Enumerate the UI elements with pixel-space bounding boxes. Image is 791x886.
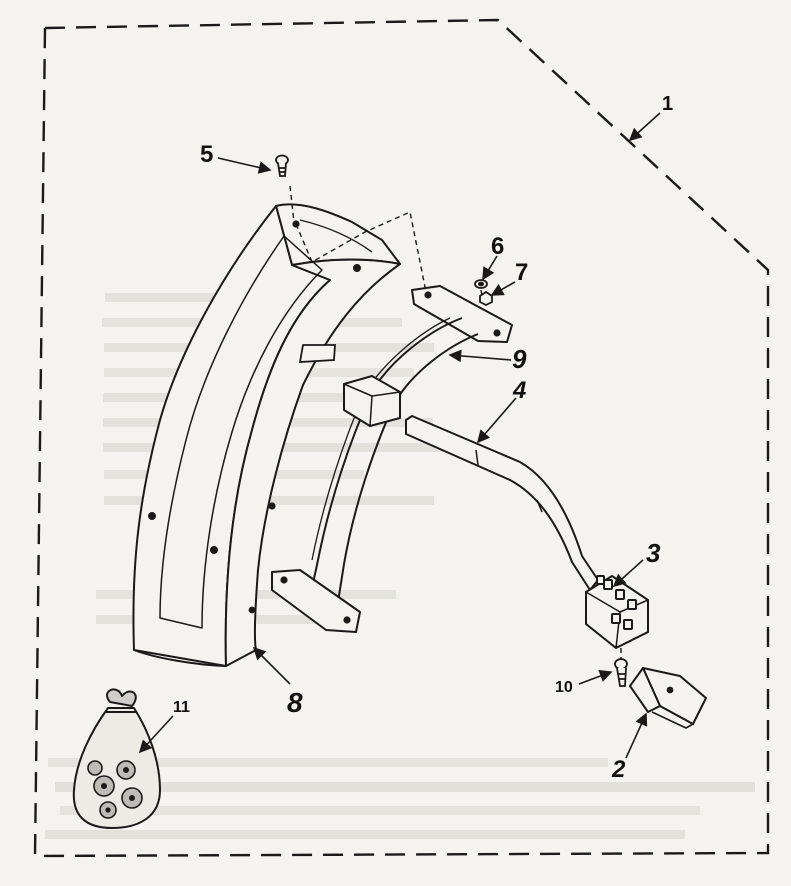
fender-mount-tab — [298, 344, 336, 363]
callout-5: 5 — [200, 141, 213, 168]
part-10-bolt — [614, 658, 628, 687]
alignment-lines — [289, 185, 622, 660]
callout-10: 10 — [555, 679, 573, 696]
callout-1: 1 — [662, 93, 673, 115]
part-5-bolt — [275, 154, 289, 177]
callout-8: 8 — [287, 687, 303, 718]
part-4-bar — [405, 415, 599, 591]
callout-11: 11 — [173, 699, 190, 716]
part-7-nut — [479, 290, 493, 307]
callout-3: 3 — [646, 538, 661, 568]
part-3-clamp-block — [585, 575, 649, 649]
callout-2: 2 — [611, 756, 626, 783]
part-8-mudguard — [132, 203, 401, 667]
kit-boundary-dashed — [33, 18, 770, 858]
callout-labels: 1 2 3 4 5 6 7 8 9 10 11 — [173, 93, 673, 783]
part-6-washer — [474, 279, 488, 289]
part-11-hardware-bag — [72, 688, 161, 829]
callout-6: 6 — [491, 233, 504, 260]
callout-4: 4 — [512, 377, 526, 404]
leader-arrows — [138, 112, 661, 759]
callout-7: 7 — [515, 259, 528, 286]
part-9-mounting-stay — [271, 285, 513, 633]
part-2-bracket — [629, 667, 707, 729]
callout-9: 9 — [512, 344, 527, 374]
